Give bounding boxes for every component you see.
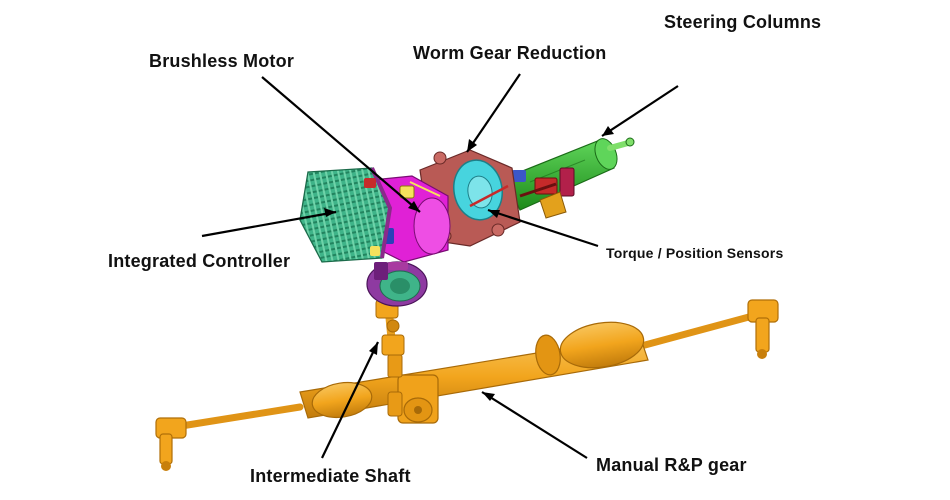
right-tie-rod-end — [747, 299, 779, 359]
arrowhead-intermediate-shaft — [369, 342, 378, 355]
label-torque-position-sensors: Torque / Position Sensors — [606, 245, 784, 261]
label-manual-rp-gear: Manual R&P gear — [596, 455, 747, 475]
label-steering-columns: Steering Columns — [664, 12, 822, 32]
leader-steering-columns — [601, 85, 679, 137]
intermediate-shaft — [375, 299, 405, 378]
arrowhead-brushless-motor — [408, 201, 420, 212]
arrowhead-integrated-controller — [324, 208, 336, 217]
arrowhead-manual-rp-gear — [482, 392, 495, 401]
worm-gear-housing — [419, 149, 521, 247]
arrowhead-torque-position-sensors — [488, 210, 500, 218]
label-integrated-controller: Integrated Controller — [108, 251, 291, 271]
leader-lines — [201, 73, 679, 459]
motor-lower-housing — [366, 261, 428, 307]
label-worm-gear-reduction: Worm Gear Reduction — [413, 43, 607, 63]
leader-manual-rp-gear — [481, 391, 588, 459]
left-tie-rod-end — [155, 417, 187, 471]
pinion-housing — [387, 374, 439, 424]
right-rack-boot — [559, 321, 645, 369]
rack-center-collar — [535, 334, 561, 376]
left-tie-rod — [171, 403, 304, 431]
label-brushless-motor: Brushless Motor — [149, 51, 295, 71]
rack-housing — [299, 335, 649, 419]
arrowhead-steering-columns — [602, 126, 614, 136]
leader-integrated-controller — [201, 210, 337, 238]
leader-torque-position-sensors — [487, 208, 599, 248]
left-rack-boot — [311, 381, 373, 419]
brushless-motor — [371, 175, 451, 270]
right-tie-rod — [641, 310, 764, 349]
arrowhead-worm-gear-reduction — [467, 139, 477, 152]
leader-brushless-motor — [261, 76, 421, 213]
label-intermediate-shaft: Intermediate Shaft — [250, 466, 411, 486]
integrated-controller — [299, 167, 393, 263]
leader-worm-gear-reduction — [466, 73, 521, 153]
rack-and-pinion-assembly — [155, 299, 779, 471]
steering-column — [504, 137, 635, 219]
leader-intermediate-shaft — [321, 341, 379, 459]
